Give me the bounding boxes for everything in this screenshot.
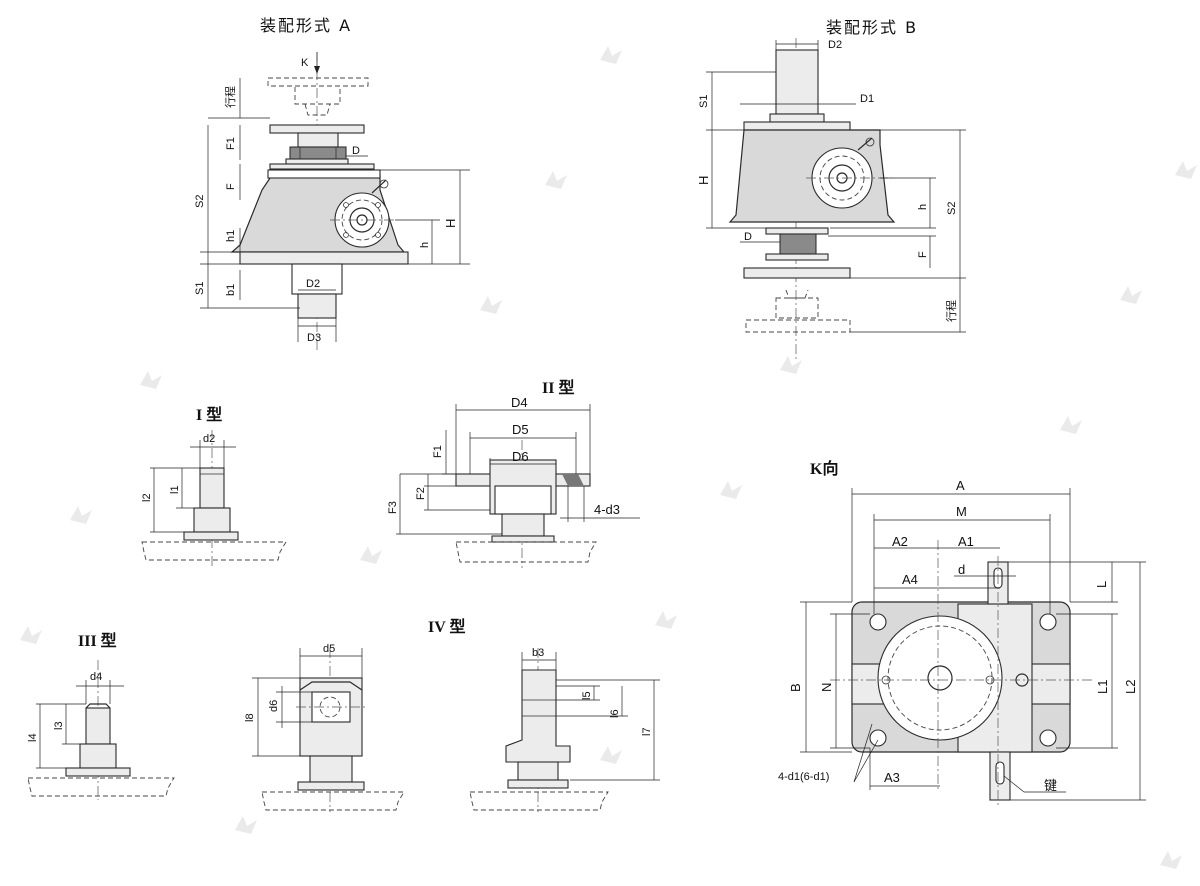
form-a-h-lower: h xyxy=(419,242,431,248)
type-4-l6: l6 xyxy=(609,709,621,718)
type-1-d2: d2 xyxy=(203,433,215,445)
form-b-h-lower: h xyxy=(917,204,929,210)
form-b-d1: D1 xyxy=(860,93,874,105)
form-b-d2: D2 xyxy=(828,39,842,51)
type-2-d5: D5 xyxy=(512,422,529,437)
type-3-l4: l4 xyxy=(27,733,39,742)
k-view-b: B xyxy=(788,683,803,692)
type-2-f2: F2 xyxy=(415,487,427,500)
k-view-holes: 4-d1(6-d1) xyxy=(778,771,829,783)
type-3-title: III 型 xyxy=(78,632,117,650)
k-view-l1: L1 xyxy=(1095,680,1110,694)
form-a-k: K xyxy=(301,57,309,69)
type-2-title: II 型 xyxy=(542,379,574,397)
form-a-s2: S2 xyxy=(194,195,206,208)
form-b-h-upper: H xyxy=(696,176,711,185)
type-1-l1: l1 xyxy=(169,485,181,494)
form-b-drawing: 装配形式 B D2 D1 S1 H xyxy=(696,18,966,360)
type-2-d4: D4 xyxy=(511,395,528,410)
type-4-d5: d5 xyxy=(323,643,335,655)
form-a-b1: b1 xyxy=(225,284,237,296)
form-a-d2: D2 xyxy=(306,278,320,290)
type-4-l8: l8 xyxy=(244,713,256,722)
type-3-l3: l3 xyxy=(53,721,65,730)
k-view-a2: A2 xyxy=(892,534,908,549)
type-4-b3: b3 xyxy=(532,647,544,659)
type-1-l2: l2 xyxy=(141,493,153,502)
type-2-drawing: II 型 D4 D5 D6 F1 F2 F3 4-d3 xyxy=(387,379,640,568)
k-view-l2: L2 xyxy=(1123,680,1138,694)
k-view-a1: A1 xyxy=(958,534,974,549)
type-3-drawing: III 型 d4 l3 l4 xyxy=(27,632,175,800)
form-b-s2: S2 xyxy=(946,202,958,215)
form-a-d: D xyxy=(352,145,360,157)
form-b-d: D xyxy=(744,231,752,243)
k-view-m: M xyxy=(956,504,967,519)
k-view-key: 键 xyxy=(1044,778,1057,793)
form-a-drawing: 装配形式 A K xyxy=(194,16,470,350)
k-view-a3: A3 xyxy=(884,770,900,785)
type-4-d6: d6 xyxy=(268,700,280,712)
k-view-n: N xyxy=(819,683,834,692)
form-a-f1: F1 xyxy=(225,137,237,150)
form-a-h1: h1 xyxy=(225,230,237,242)
form-b-stroke: 行程 xyxy=(945,300,958,322)
type-4-l7: l7 xyxy=(641,727,653,736)
watermark-marks xyxy=(20,46,1197,869)
form-a-d3: D3 xyxy=(307,332,321,344)
type-4-drawing: IV 型 d5 d6 l8 b3 xyxy=(244,618,660,812)
k-view-a: A xyxy=(956,478,965,493)
form-a-stroke: 行程 xyxy=(224,86,237,108)
type-2-f1: F1 xyxy=(432,445,444,458)
type-2-holes: 4-d3 xyxy=(594,502,620,517)
form-a-h-upper: H xyxy=(443,219,458,228)
form-a-f: F xyxy=(225,183,237,190)
k-view-drawing: K向 A M A2 A1 xyxy=(778,459,1146,805)
form-a-s1: S1 xyxy=(194,282,206,295)
type-1-title: I 型 xyxy=(196,406,222,424)
type-2-d6: D6 xyxy=(512,449,529,464)
form-b-s1: S1 xyxy=(698,95,710,108)
form-a-title: 装配形式 A xyxy=(260,16,352,35)
type-4-title: IV 型 xyxy=(428,618,466,636)
k-view-a4: A4 xyxy=(902,572,918,587)
k-view-l: L xyxy=(1094,581,1109,588)
form-b-title: 装配形式 B xyxy=(826,18,918,37)
type-3-d4: d4 xyxy=(90,671,102,683)
form-b-f: F xyxy=(917,251,929,258)
type-4-l5: l5 xyxy=(581,691,593,700)
k-view-title: K向 xyxy=(810,459,838,478)
type-1-drawing: I 型 d2 l1 l2 xyxy=(141,406,287,568)
k-view-d: d xyxy=(958,562,965,577)
type-2-f3: F3 xyxy=(387,501,399,514)
